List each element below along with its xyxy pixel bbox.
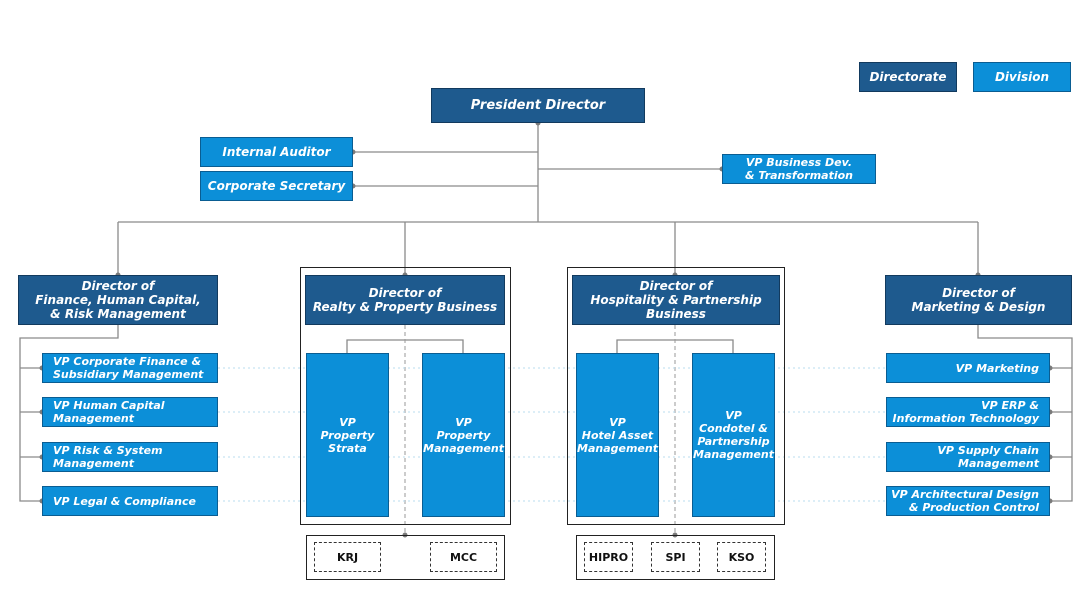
vp-marketing-label: VP Marketing [955,361,1039,375]
vp-risk-system-label: VP Risk & System Management [53,444,163,470]
internal-auditor-box: Internal Auditor [200,137,353,167]
corporate-secretary-box: Corporate Secretary [200,171,353,201]
vp-condotel-label: VP Condotel & Partnership Management [693,409,774,461]
vp-supply-chain-box: VP Supply Chain Management [886,442,1050,472]
legend-directorate: Directorate [859,62,957,92]
director-realty-label: Director of Realty & Property Business [312,286,498,314]
subsidiary-hipro-label: HIPRO [588,550,629,564]
vp-risk-system-box: VP Risk & System Management [42,442,218,472]
vp-corporate-finance-label: VP Corporate Finance & Subsidiary Manage… [53,355,204,381]
realty-group-frame [300,267,511,525]
realty-subsidiaries-frame [306,535,505,580]
corporate-secretary-label: Corporate Secretary [207,179,346,193]
legend-directorate-label: Directorate [869,70,947,84]
vp-corporate-finance-box: VP Corporate Finance & Subsidiary Manage… [42,353,218,383]
legend-division: Division [973,62,1071,92]
subsidiary-kso: KSO [717,542,766,572]
subsidiary-kso-label: KSO [728,550,755,564]
vp-legal-compliance-label: VP Legal & Compliance [53,494,196,508]
vp-hotel-asset-label: VP Hotel Asset Management [577,415,658,455]
vp-business-dev-box: VP Business Dev. & Transformation [722,154,876,184]
vp-hotel-asset-box: VP Hotel Asset Management [576,353,659,517]
subsidiary-spi: SPI [651,542,700,572]
vp-erp-it-label: VP ERP & Information Technology [892,399,1039,425]
director-marketing-label: Director of Marketing & Design [911,286,1046,314]
vp-property-management-label: VP Property Management [423,415,504,455]
subsidiary-mcc-label: MCC [449,550,478,564]
subsidiary-spi-label: SPI [665,550,686,564]
internal-auditor-label: Internal Auditor [222,145,331,159]
vp-human-capital-box: VP Human Capital Management [42,397,218,427]
subsidiary-mcc: MCC [430,542,497,572]
hospitality-subsidiaries-frame [576,535,775,580]
director-finance-label: Director of Finance, Human Capital, & Ri… [35,279,201,321]
hospitality-group-frame [567,267,785,525]
director-marketing-box: Director of Marketing & Design [885,275,1072,325]
vp-architectural-design-label: VP Architectural Design & Production Con… [891,488,1039,514]
vp-legal-compliance-box: VP Legal & Compliance [42,486,218,516]
vp-architectural-design-box: VP Architectural Design & Production Con… [886,486,1050,516]
vp-supply-chain-label: VP Supply Chain Management [937,444,1039,470]
subsidiary-hipro: HIPRO [584,542,633,572]
director-hospitality-box: Director of Hospitality & Partnership Bu… [572,275,780,325]
vp-property-strata-box: VP Property Strata [306,353,389,517]
vp-property-strata-label: VP Property Strata [320,415,375,455]
vp-erp-it-box: VP ERP & Information Technology [886,397,1050,427]
vp-human-capital-label: VP Human Capital Management [53,399,165,425]
subsidiary-krj: KRJ [314,542,381,572]
vp-marketing-box: VP Marketing [886,353,1050,383]
president-director-box: President Director [431,88,645,123]
legend-division-label: Division [994,70,1050,84]
vp-condotel-box: VP Condotel & Partnership Management [692,353,775,517]
director-realty-box: Director of Realty & Property Business [305,275,505,325]
director-finance-box: Director of Finance, Human Capital, & Ri… [18,275,218,325]
director-hospitality-label: Director of Hospitality & Partnership Bu… [590,279,762,321]
president-director-label: President Director [470,97,606,113]
subsidiary-krj-label: KRJ [336,550,359,564]
vp-business-dev-label: VP Business Dev. & Transformation [744,156,853,182]
vp-property-management-box: VP Property Management [422,353,505,517]
